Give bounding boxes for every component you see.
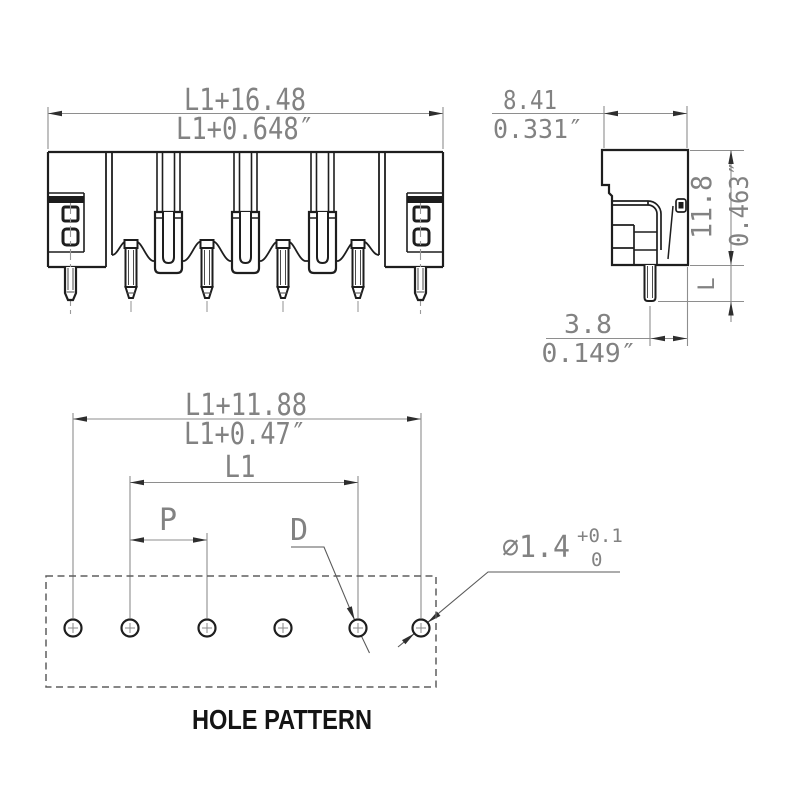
fork-2 — [230, 152, 261, 275]
left-latch-band — [48, 196, 84, 203]
pin-offset-in-label: 0.149″ — [542, 339, 637, 369]
pin-length-label: L — [695, 277, 720, 290]
span-label: L1 — [225, 450, 256, 485]
side-body-details — [612, 198, 687, 265]
hole-diameter-label: ⌀1.4 — [502, 530, 570, 565]
hole-pattern-view: L1+11.88 L1+0.47″ L1 P D ⌀1.4 — [45, 388, 623, 735]
front-width-dimension: L1+16.48 L1+0.648″ — [47, 83, 444, 149]
hole-diameter-callout: ⌀1.4 +0.1 0 — [397, 525, 623, 648]
hole-2 — [120, 618, 140, 638]
pin-offset-dimension: 3.8 0.149″ — [542, 267, 689, 369]
overall-mm-label: L1+11.88 — [185, 388, 307, 423]
hole-ref-leader: D — [290, 513, 370, 654]
side-depth-dimension: 8.41 0.331″ — [492, 86, 688, 148]
pitch-dimension: P — [130, 503, 208, 618]
front-width-mm-label: L1+16.48 — [184, 83, 306, 118]
mounting-holes — [63, 618, 431, 638]
pcb-outline — [45, 575, 437, 688]
pointed-pin-2 — [199, 239, 215, 314]
right-latch-band — [407, 196, 443, 203]
right-block-openings — [412, 205, 431, 247]
side-pin — [643, 265, 657, 302]
hole-5 — [348, 618, 368, 638]
hole-ref-label: D — [290, 513, 308, 548]
fork-3 — [307, 152, 338, 275]
hole-3 — [197, 618, 217, 638]
solder-pins — [63, 203, 428, 318]
pitch-label: P — [159, 503, 177, 538]
front-view: L1+16.48 L1+0.648″ — [46, 83, 445, 318]
pointed-pin-4 — [350, 239, 366, 314]
contact-forks — [153, 152, 338, 275]
tolerance-upper-label: +0.1 — [577, 525, 623, 547]
side-height-mm-label: 11.8 — [685, 175, 718, 239]
side-height-dimension: 11.8 0.463″ L — [658, 149, 755, 322]
side-body — [600, 148, 690, 302]
pin-offset-mm-label: 3.8 — [564, 310, 612, 340]
end-pin-left — [63, 203, 78, 318]
pointed-pin-1 — [123, 239, 139, 314]
overall-dimension: L1+11.88 L1+0.47″ — [72, 388, 422, 618]
side-depth-in-label: 0.331″ — [493, 115, 583, 145]
side-depth-mm-label: 8.41 — [503, 86, 557, 116]
hole-pattern-title: HOLE PATTERN — [192, 704, 372, 735]
side-height-in-label: 0.463″ — [725, 161, 755, 247]
front-width-in-label: L1+0.648″ — [176, 112, 314, 147]
hole-6 — [411, 618, 431, 638]
hole-4 — [273, 618, 293, 638]
fork-1 — [153, 152, 184, 275]
end-pin-right — [413, 203, 428, 318]
pointed-pin-3 — [275, 239, 291, 314]
hole-1 — [63, 618, 83, 638]
side-view: 8.41 0.331″ — [492, 86, 755, 369]
tolerance-lower-label: 0 — [591, 549, 602, 571]
span-dimension: L1 — [129, 450, 359, 618]
overall-in-label: L1+0.47″ — [184, 417, 306, 452]
